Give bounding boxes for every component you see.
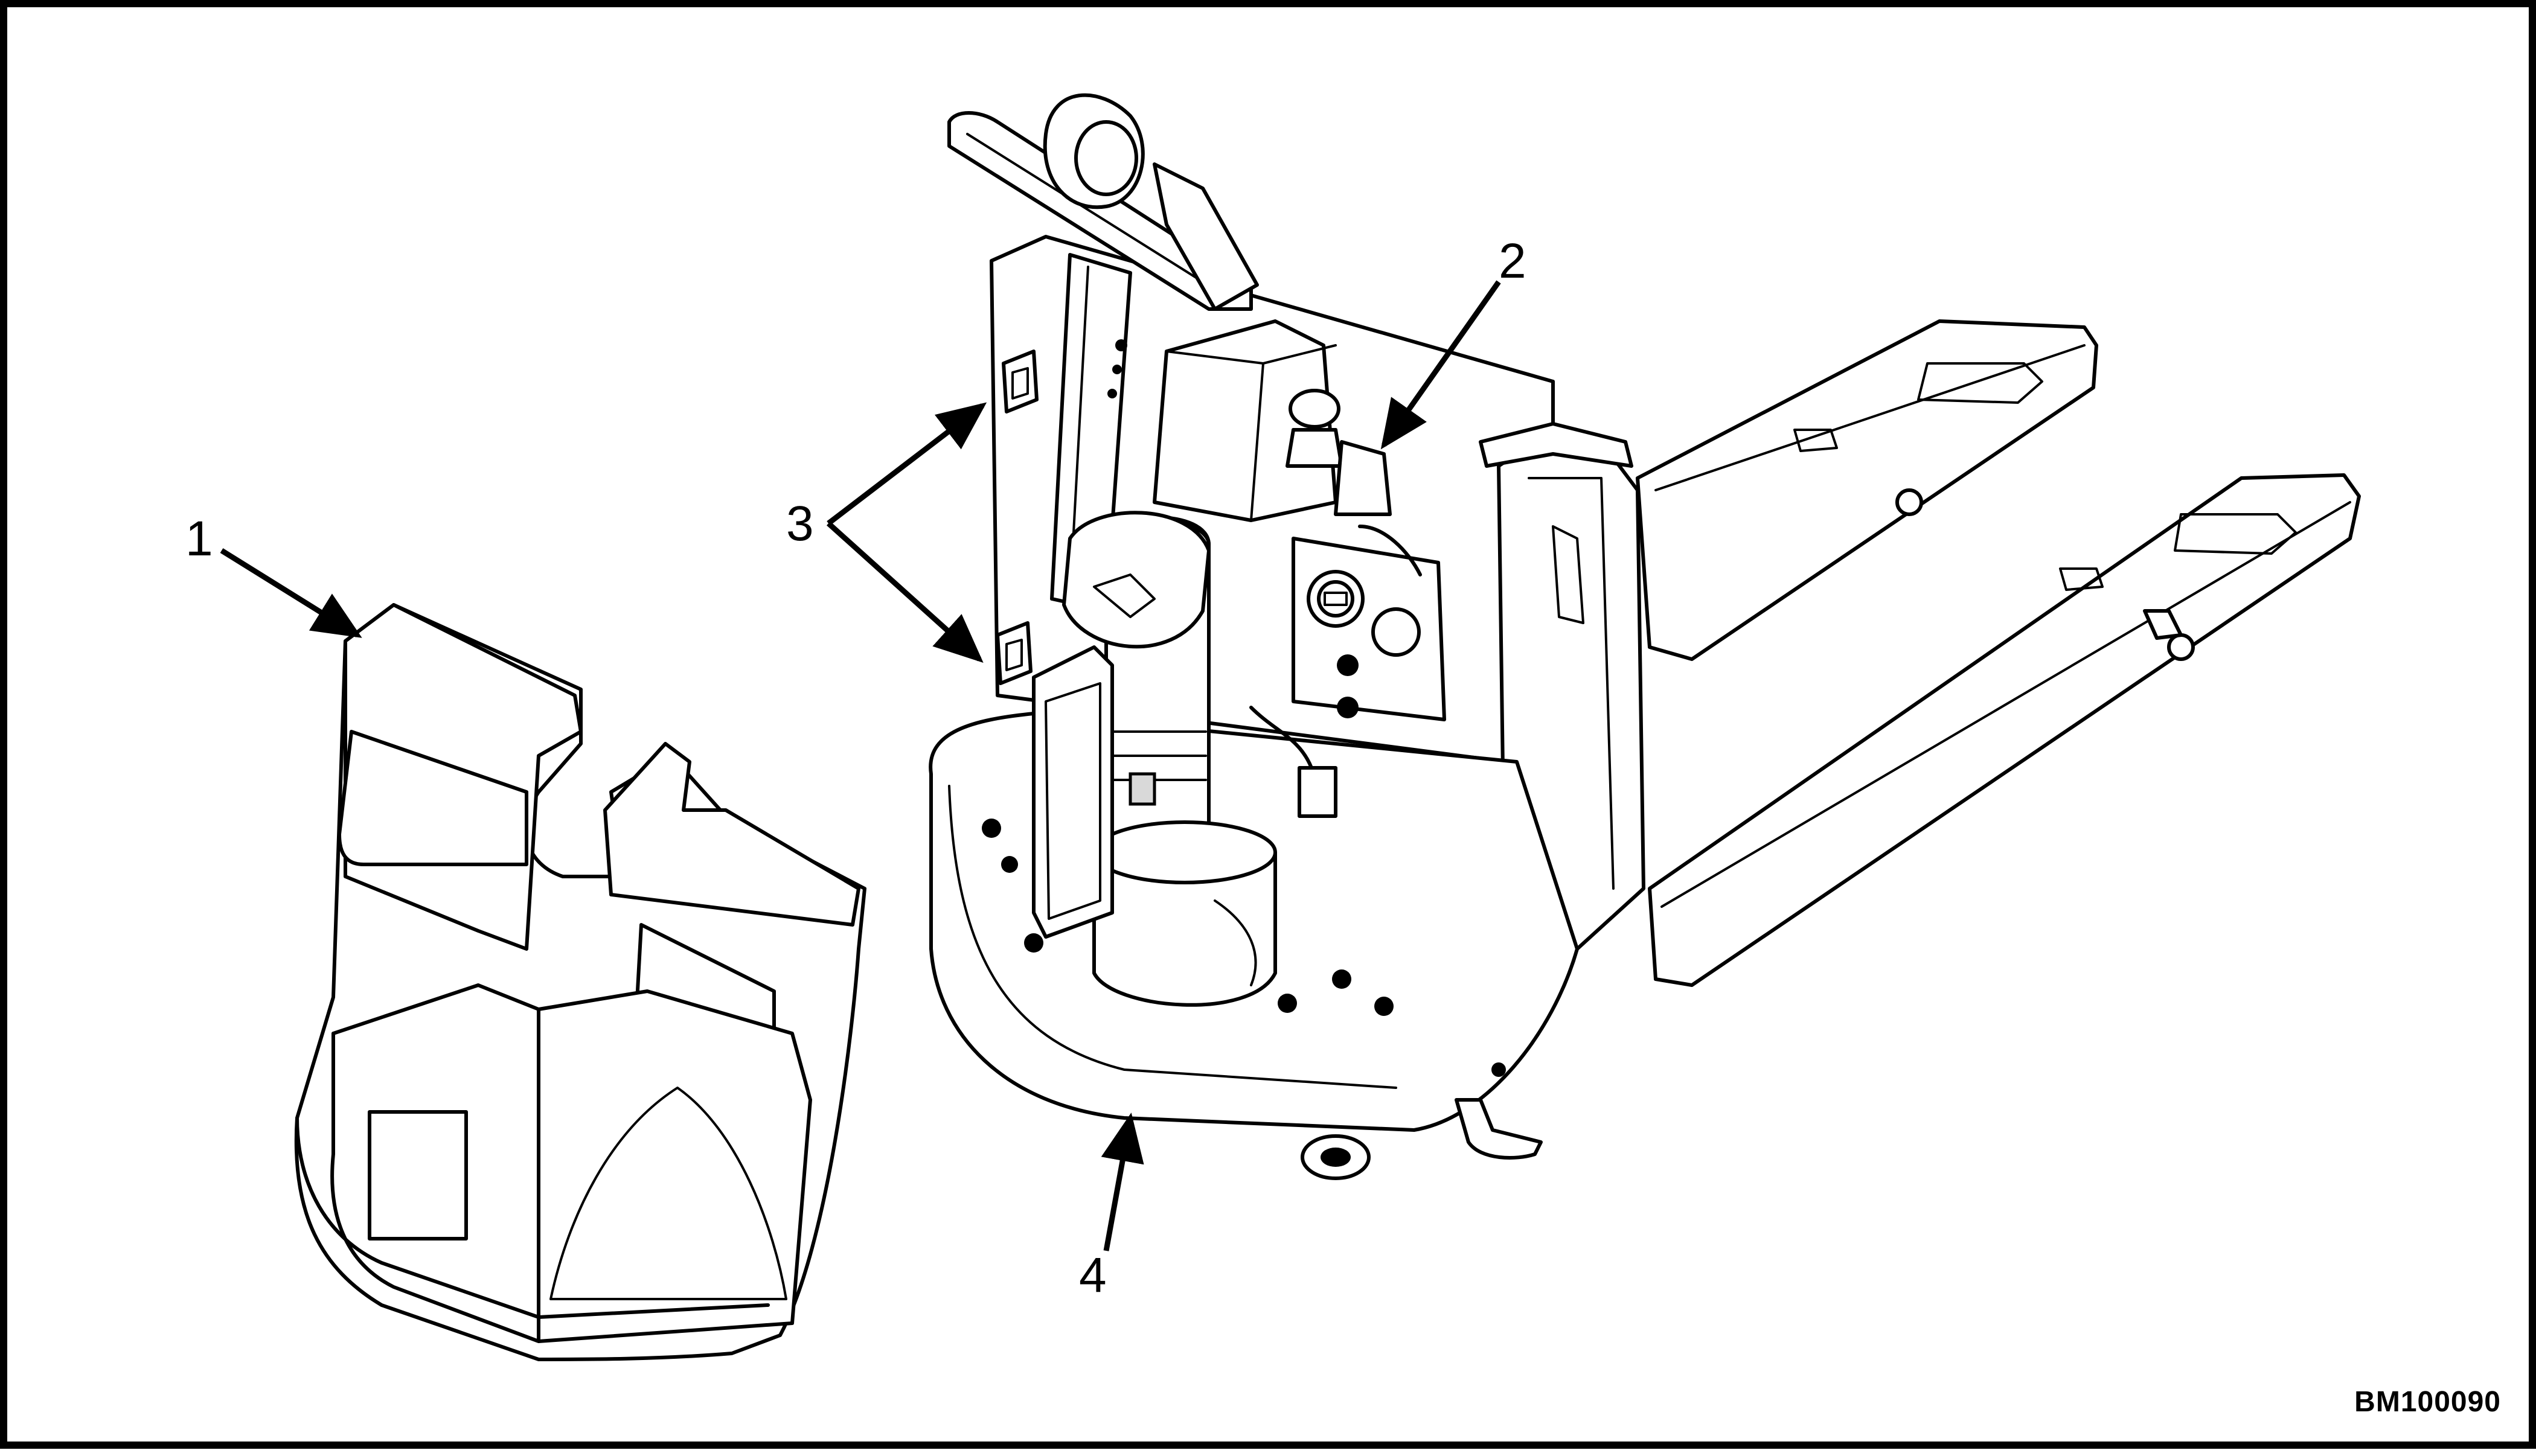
callout-1: 1 — [185, 511, 213, 566]
control-panel — [1249, 389, 1446, 818]
callout-4: 4 — [1079, 1248, 1107, 1303]
figure-reference-code: BM100090 — [2354, 1386, 2501, 1418]
callout-2: 2 — [1499, 234, 1526, 289]
callout-3: 3 — [786, 496, 814, 551]
caster-wheel — [1301, 1134, 1371, 1180]
forks — [1636, 319, 2361, 987]
leader-lines — [220, 280, 1501, 1251]
mounting-brackets — [996, 350, 1039, 685]
pallet-truck-drawing — [220, 93, 2361, 1361]
truck-body — [929, 93, 1645, 1180]
tray-bolts — [982, 819, 1506, 1077]
cover-panel — [294, 603, 866, 1361]
tiller — [947, 93, 1259, 649]
